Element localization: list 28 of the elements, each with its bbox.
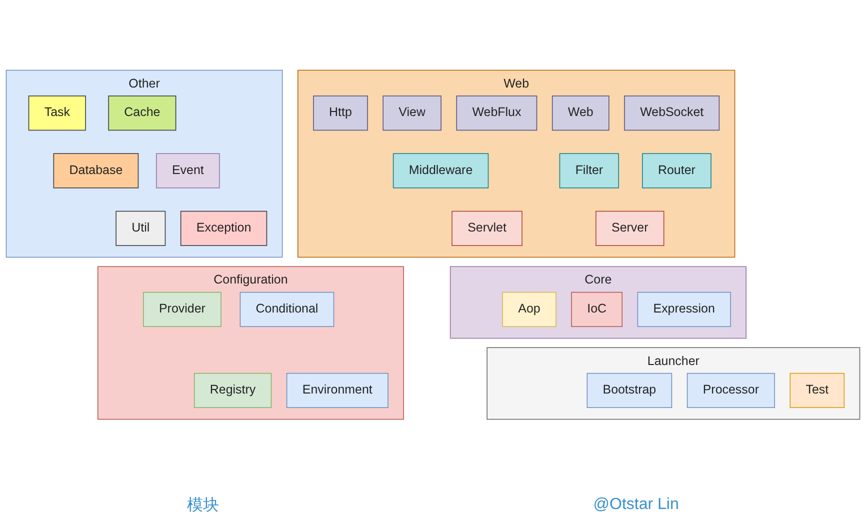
node-box: Aop: [502, 292, 556, 328]
node-box: Cache: [108, 96, 176, 131]
node-box: Expression: [637, 292, 731, 328]
node-box: Web: [552, 96, 610, 131]
node-box: Environment: [286, 373, 388, 408]
node-box: Middleware: [392, 153, 489, 188]
node-box: Servlet: [452, 211, 522, 246]
node-box: Router: [642, 153, 712, 188]
node-box: WebSocket: [624, 96, 720, 131]
node-box: Test: [790, 373, 845, 408]
node-box: Conditional: [240, 292, 334, 328]
node-box: WebFlux: [456, 96, 538, 131]
node-box: Task: [28, 96, 86, 131]
note-text: 模块: [187, 496, 220, 516]
node-box: Registry: [194, 373, 272, 408]
node-box: Bootstrap: [586, 373, 672, 408]
node-box: Provider: [143, 292, 222, 328]
node-box: Util: [116, 211, 166, 246]
node-box: Http: [313, 96, 368, 131]
node-box: Exception: [180, 211, 268, 246]
node-box: View: [382, 96, 442, 131]
node-box: Database: [53, 153, 139, 188]
node-box: Processor: [686, 373, 775, 408]
node-box: Event: [156, 153, 220, 188]
node-box: IoC: [571, 292, 622, 328]
note-text: @Otstar Lin: [593, 496, 679, 514]
node-box: Filter: [559, 153, 619, 188]
node-box: Server: [596, 211, 664, 246]
